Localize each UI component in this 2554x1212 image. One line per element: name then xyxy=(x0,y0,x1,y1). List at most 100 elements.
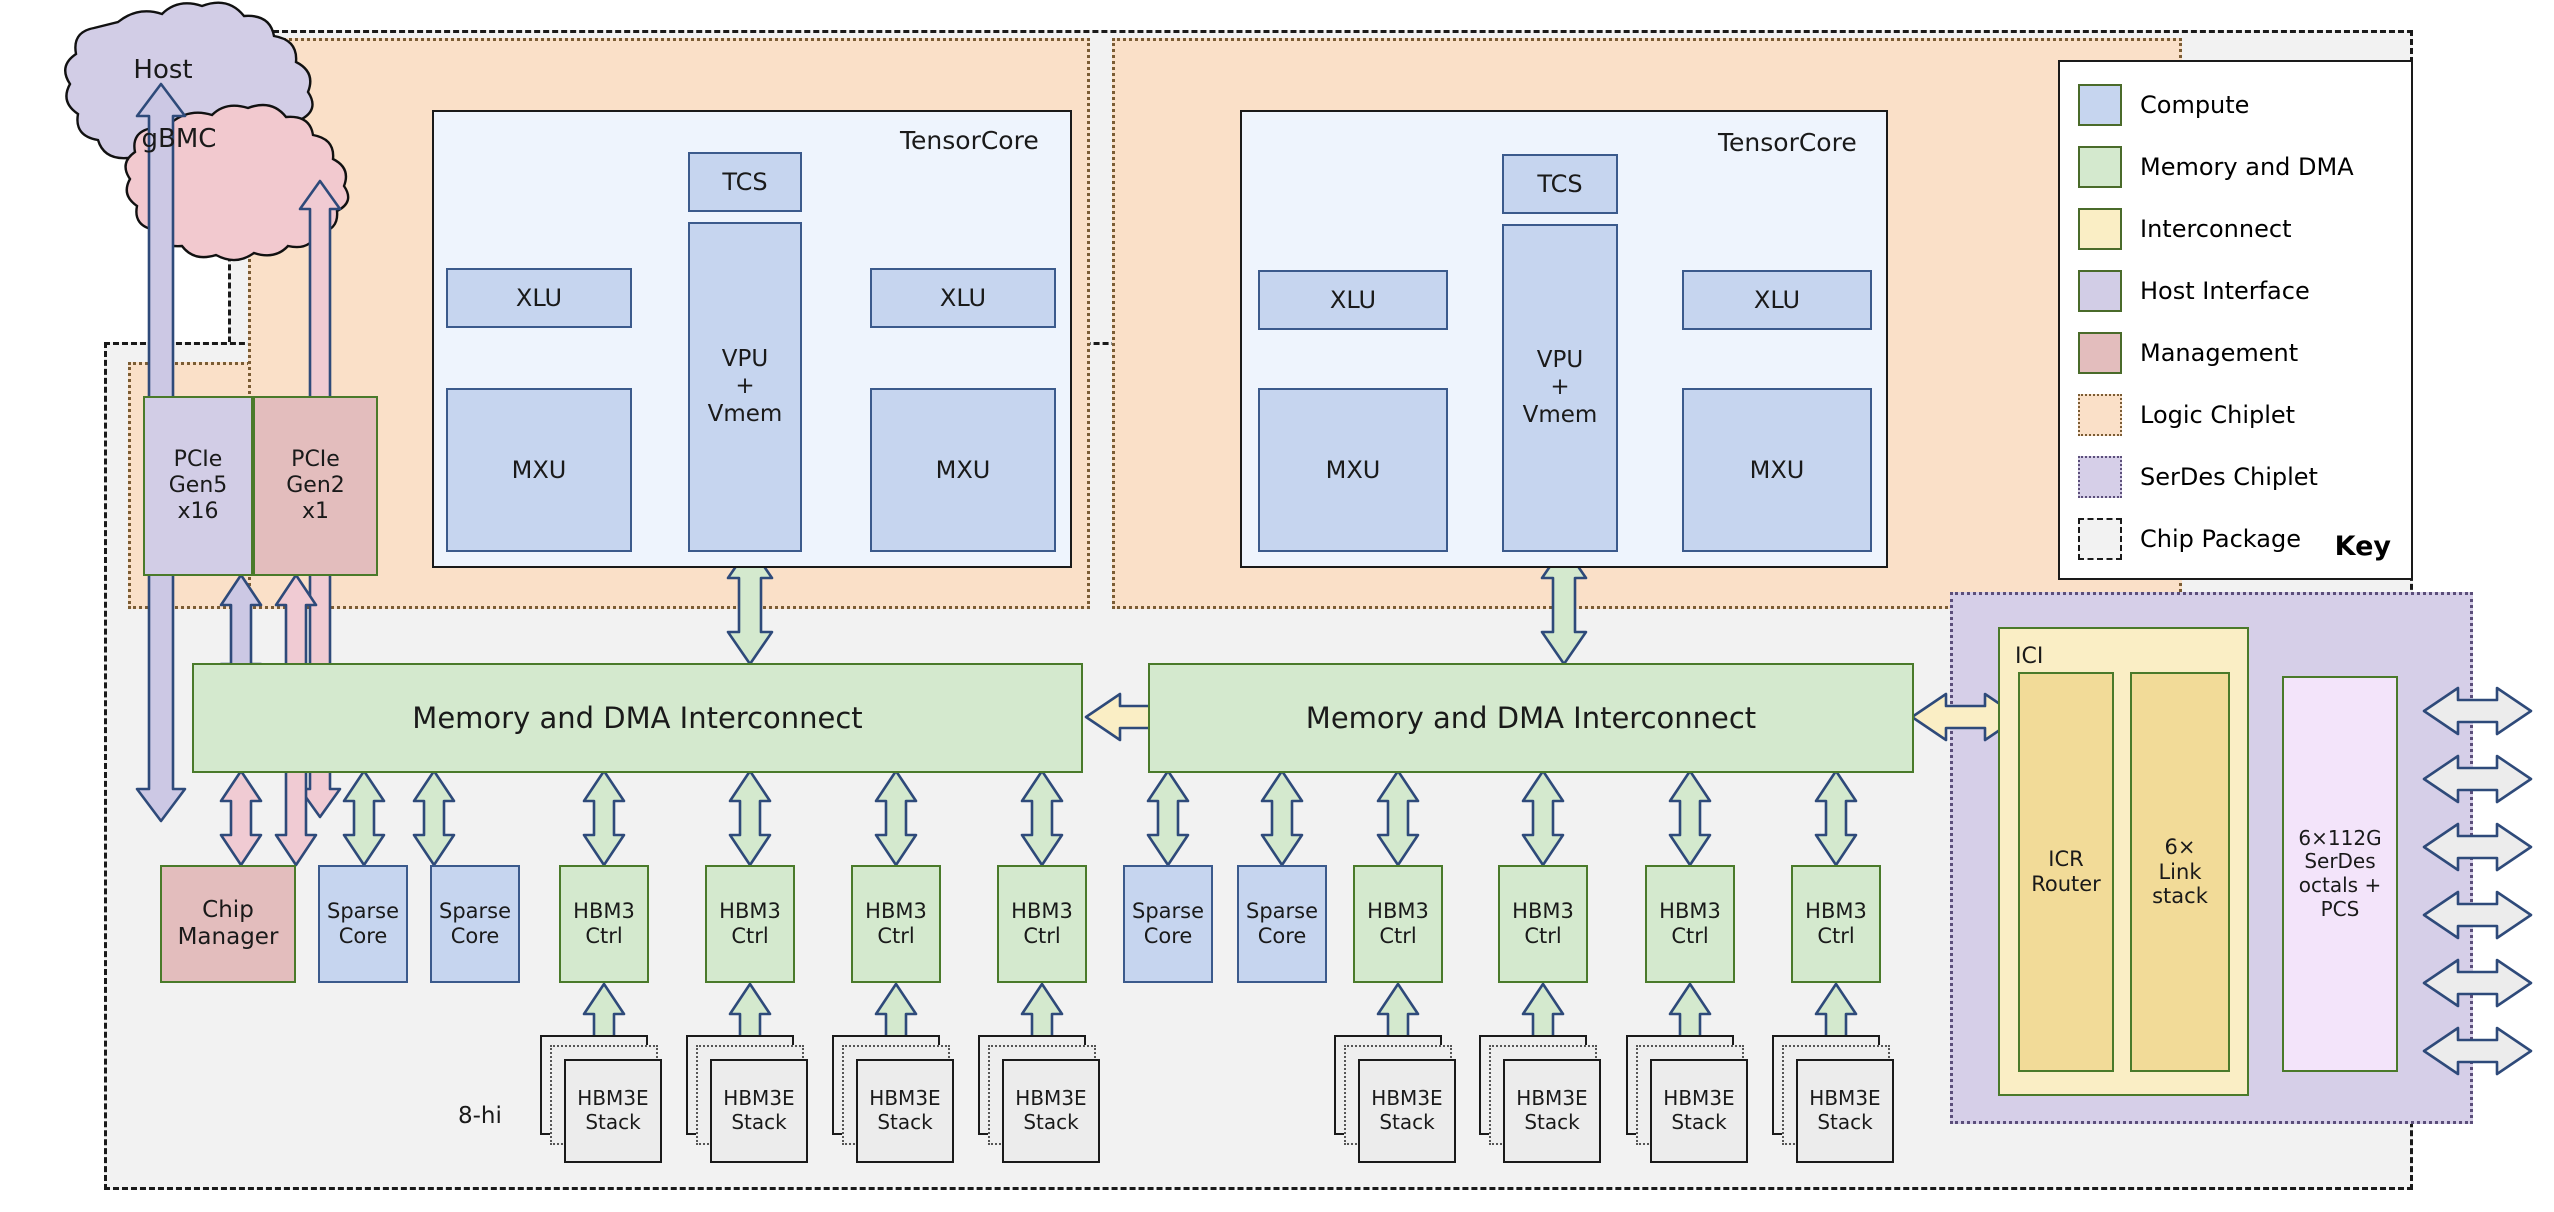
arrows-interconnect2-blocks xyxy=(1146,769,1858,867)
icr-router-block[interactable]: ICR Router xyxy=(2018,672,2114,1072)
sparse-core-2-line-2: Core xyxy=(450,924,500,948)
hbm-height-label: 8-hi xyxy=(458,1103,502,1129)
hbm3-ctrl-1[interactable]: HBM3 Ctrl xyxy=(559,865,649,983)
hbm3-ctrl-8[interactable]: HBM3 Ctrl xyxy=(1791,865,1881,983)
hbm3e-stack-3[interactable]: HBM3E Stack xyxy=(856,1059,954,1163)
tcs-block-2[interactable]: TCS xyxy=(1502,154,1618,214)
sparse-core-1-line-2: Core xyxy=(338,924,388,948)
hbm3e-stack-2[interactable]: HBM3E Stack xyxy=(710,1059,808,1163)
key-item-interconnect: Interconnect xyxy=(2078,208,2291,250)
hbm3-ctrl-7-line-1: HBM3 xyxy=(1659,899,1721,924)
gbmc-cloud-label: gBMC xyxy=(141,124,217,154)
hbm3-ctrl-5[interactable]: HBM3 Ctrl xyxy=(1353,865,1443,983)
mxu-left-label-1: MXU xyxy=(511,455,567,484)
key-item-serdes-chiplet: SerDes Chiplet xyxy=(2078,456,2318,498)
xlu-right-2[interactable]: XLU xyxy=(1682,270,1872,330)
vpu-line-2-2: + xyxy=(1550,374,1570,401)
serdes-line-3: octals + xyxy=(2298,873,2382,897)
hbm3e-stack-4[interactable]: HBM3E Stack xyxy=(1002,1059,1100,1163)
hbm3-ctrl-6[interactable]: HBM3 Ctrl xyxy=(1498,865,1588,983)
key-label-memory-and-dma: Memory and DMA xyxy=(2140,153,2354,181)
key-label-interconnect: Interconnect xyxy=(2140,215,2292,243)
serdes-line-1: 6×112G xyxy=(2298,825,2382,850)
chip-manager-block[interactable]: Chip Manager xyxy=(160,865,296,983)
memory-dma-interconnect-1[interactable]: Memory and DMA Interconnect xyxy=(192,663,1083,773)
hbm3-ctrl-7-line-2: Ctrl xyxy=(1671,924,1709,948)
sparse-core-3[interactable]: Sparse Core xyxy=(1123,865,1213,983)
hbm3-ctrl-1-line-1: HBM3 xyxy=(573,899,635,924)
hbm3-ctrl-3-line-1: HBM3 xyxy=(865,899,927,924)
key-label-serdes-chiplet: SerDes Chiplet xyxy=(2140,463,2318,491)
key-swatch-memory-and-dma xyxy=(2078,146,2122,188)
hbm3-ctrl-4-line-1: HBM3 xyxy=(1011,899,1073,924)
memory-dma-interconnect-2[interactable]: Memory and DMA Interconnect xyxy=(1148,663,1914,773)
hbm3-ctrl-3-line-2: Ctrl xyxy=(877,924,915,948)
icr-router-line-1: ICR xyxy=(2048,847,2084,872)
key-item-management: Management xyxy=(2078,332,2298,374)
sparse-core-2-line-1: Sparse xyxy=(438,899,512,924)
mxu-left-1[interactable]: MXU xyxy=(446,388,632,552)
key-label-logic-chiplet: Logic Chiplet xyxy=(2140,401,2296,429)
vpu-vmem-block-2[interactable]: VPU + Vmem xyxy=(1502,224,1618,552)
xlu-left-label-1: XLU xyxy=(515,283,563,312)
host-cloud-label: Host xyxy=(133,55,193,85)
hbm3e-stack-5[interactable]: HBM3E Stack xyxy=(1358,1059,1456,1163)
xlu-left-1[interactable]: XLU xyxy=(446,268,632,328)
pcie-gen2-block[interactable]: PCIe Gen2 x1 xyxy=(253,396,378,576)
tcs-block-1[interactable]: TCS xyxy=(688,152,802,212)
serdes-link-arrows xyxy=(2422,686,2533,1076)
tensorcore-1-label: TensorCore xyxy=(900,126,1039,155)
vpu-line-2: + xyxy=(735,373,755,400)
serdes-octals-pcs-block[interactable]: 6×112G SerDes octals + PCS xyxy=(2282,676,2398,1072)
hbm3-ctrl-4[interactable]: HBM3 Ctrl xyxy=(997,865,1087,983)
hbm3e-stack-group-4: HBM3E Stack xyxy=(978,1035,1110,1165)
hbm3-ctrl-5-line-1: HBM3 xyxy=(1367,899,1429,924)
hbm3e-stack-8-line-1: HBM3E xyxy=(1809,1086,1881,1111)
mxu-right-label-2: MXU xyxy=(1749,455,1805,484)
key-swatch-host-interface xyxy=(2078,270,2122,312)
xlu-right-1[interactable]: XLU xyxy=(870,268,1056,328)
hbm3e-stack-7-line-2: Stack xyxy=(1671,1110,1727,1134)
hbm3-ctrl-8-line-2: Ctrl xyxy=(1817,924,1855,948)
ici-label: ICI xyxy=(2015,644,2044,669)
hbm3e-stack-1[interactable]: HBM3E Stack xyxy=(564,1059,662,1163)
hbm3e-stack-group-2: HBM3E Stack xyxy=(686,1035,818,1165)
hbm3-ctrl-6-line-1: HBM3 xyxy=(1512,899,1574,924)
hbm3e-stack-group-8: HBM3E Stack xyxy=(1772,1035,1904,1165)
mxu-right-1[interactable]: MXU xyxy=(870,388,1056,552)
pcie-gen5-line-3: x16 xyxy=(177,498,219,524)
pcie-gen5-block[interactable]: PCIe Gen5 x16 xyxy=(143,396,253,576)
sparse-core-3-line-2: Core xyxy=(1143,924,1193,948)
sparse-core-1[interactable]: Sparse Core xyxy=(318,865,408,983)
hbm3e-stack-2-line-1: HBM3E xyxy=(723,1086,795,1111)
sparse-core-2[interactable]: Sparse Core xyxy=(430,865,520,983)
pcie-gen5-line-2: Gen5 xyxy=(168,473,228,499)
mxu-left-2[interactable]: MXU xyxy=(1258,388,1448,552)
hbm3e-stack-2-line-2: Stack xyxy=(731,1110,787,1134)
hbm3-ctrl-2-line-1: HBM3 xyxy=(719,899,781,924)
sparse-core-4[interactable]: Sparse Core xyxy=(1237,865,1327,983)
hbm3-ctrl-8-line-1: HBM3 xyxy=(1805,899,1867,924)
tcs-label-2: TCS xyxy=(1537,169,1583,198)
key-swatch-chip-package xyxy=(2078,518,2122,560)
pcie-gen2-line-3: x1 xyxy=(301,498,330,524)
hbm3e-stack-8[interactable]: HBM3E Stack xyxy=(1796,1059,1894,1163)
mxu-right-2[interactable]: MXU xyxy=(1682,388,1872,552)
xlu-left-2[interactable]: XLU xyxy=(1258,270,1448,330)
vpu-line-1-2: VPU xyxy=(1536,347,1584,374)
key-swatch-interconnect xyxy=(2078,208,2122,250)
key-label-chip-package: Chip Package xyxy=(2140,525,2301,553)
link-stack-block[interactable]: 6× Link stack xyxy=(2130,672,2230,1072)
mxu-right-label-1: MXU xyxy=(935,455,991,484)
hbm3e-stack-7[interactable]: HBM3E Stack xyxy=(1650,1059,1748,1163)
hbm3-ctrl-2[interactable]: HBM3 Ctrl xyxy=(705,865,795,983)
vpu-vmem-block-1[interactable]: VPU + Vmem xyxy=(688,222,802,552)
key-item-compute: Compute xyxy=(2078,84,2249,126)
hbm3e-stack-6[interactable]: HBM3E Stack xyxy=(1503,1059,1601,1163)
link-stack-line-3: stack xyxy=(2152,884,2208,909)
hbm3e-stack-6-line-2: Stack xyxy=(1524,1110,1580,1134)
hbm3e-stack-group-5: HBM3E Stack xyxy=(1334,1035,1466,1165)
hbm3-ctrl-3[interactable]: HBM3 Ctrl xyxy=(851,865,941,983)
hbm3-ctrl-7[interactable]: HBM3 Ctrl xyxy=(1645,865,1735,983)
hbm3e-stack-group-7: HBM3E Stack xyxy=(1626,1035,1758,1165)
